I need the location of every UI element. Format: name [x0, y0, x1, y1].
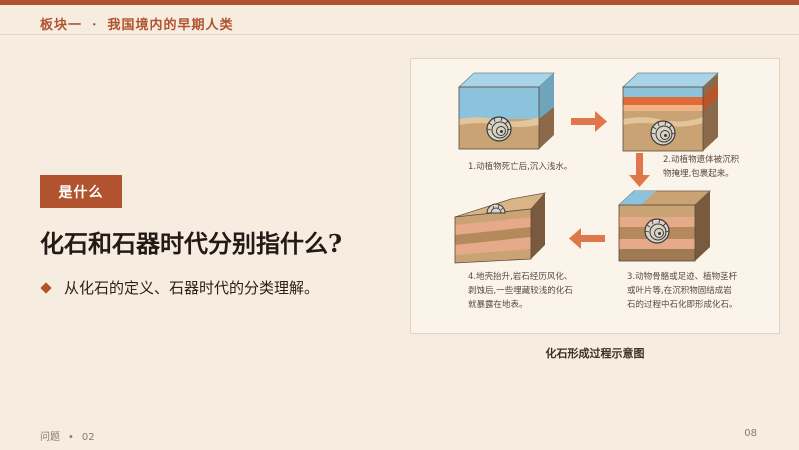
bullet-point: 从化石的定义、石器时代的分类理解。	[40, 277, 319, 298]
arrow-right-icon	[571, 111, 607, 132]
footer-label: 问题	[40, 432, 60, 443]
step-2-line-1: 2.动植物遗体被沉积	[663, 155, 740, 165]
step-1-line-1: 1.动植物死亡后,沉入浅水。	[468, 162, 573, 172]
footer-question-label: 问题 • 02	[40, 428, 95, 443]
step-4-line-3: 就暴露在地表。	[468, 300, 528, 310]
step-4-caption: 4.地壳抬升,岩石经历风化、 剥蚀后,一些埋藏较浅的化石 就暴露在地表。	[468, 270, 573, 312]
step-4-line-2: 剥蚀后,一些埋藏较浅的化石	[468, 286, 573, 296]
step-1-caption: 1.动植物死亡后,沉入浅水。	[468, 160, 572, 174]
top-accent-bar	[0, 0, 799, 5]
bullet-text: 从化石的定义、石器时代的分类理解。	[64, 279, 320, 297]
diamond-bullet-icon	[40, 281, 52, 294]
block-4-exposed	[454, 192, 547, 264]
diagram-illustration	[454, 72, 720, 264]
header-separator: ·	[92, 18, 98, 33]
question-title: 化石和石器时代分别指什么?	[40, 229, 343, 258]
arrow-down-icon	[629, 153, 650, 187]
step-2-line-2: 物掩埋,包裹起来。	[663, 169, 734, 179]
fossil-formation-diagram: 1.动植物死亡后,沉入浅水。 2.动植物遗体被沉积 物掩埋,包裹起来。 3.动物…	[410, 58, 780, 334]
section-label: 板块一	[40, 18, 83, 33]
section-topic: 我国境内的早期人类	[107, 18, 234, 33]
header-divider	[0, 34, 799, 35]
step-4-line-1: 4.地壳抬升,岩石经历风化、	[468, 272, 573, 282]
step-3-caption: 3.动物骨骼或足迹、植物茎杆 或叶片等,在沉积物固结成岩 石的过程中石化即形成化…	[627, 270, 738, 312]
step-3-line-2: 或叶片等,在沉积物固结成岩	[627, 286, 732, 296]
block-3-fossilized	[617, 190, 712, 262]
block-1-water	[457, 72, 556, 150]
section-header: 板块一 · 我国境内的早期人类	[40, 14, 234, 33]
what-is-badge: 是什么	[40, 175, 122, 208]
footer-number: 02	[81, 432, 95, 443]
diagram-caption: 化石形成过程示意图	[545, 347, 645, 360]
step-3-line-1: 3.动物骨骼或足迹、植物茎杆	[627, 272, 738, 282]
block-2-buried	[621, 72, 720, 152]
footer-separator: •	[68, 432, 74, 443]
page-number: 08	[744, 428, 757, 439]
arrow-left-icon	[569, 228, 605, 249]
step-2-caption: 2.动植物遗体被沉积 物掩埋,包裹起来。	[663, 153, 739, 181]
step-3-line-3: 石的过程中石化即形成化石。	[627, 300, 738, 310]
